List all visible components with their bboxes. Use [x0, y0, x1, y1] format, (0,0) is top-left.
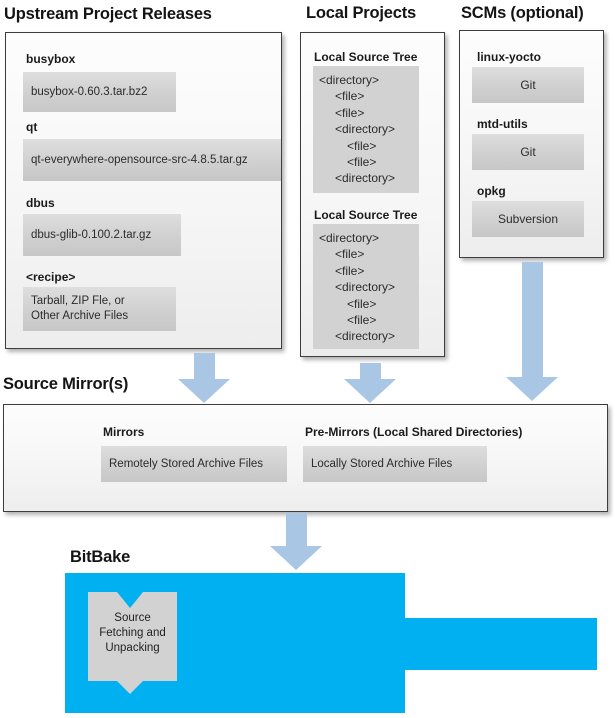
arrow-shaft: [359, 363, 381, 379]
scm-name: Subversion: [497, 211, 559, 226]
upstream-item-label: busybox: [26, 52, 76, 66]
local-source-tree-box: <directory> <file> <file> <directory> <f…: [313, 224, 419, 349]
arrow-upstream-to-mirrors: [178, 353, 230, 403]
scm-name: Git: [520, 144, 536, 159]
local-source-tree-box: <directory> <file> <file> <directory> <f…: [313, 66, 419, 193]
bitbake-output-arm: [403, 618, 597, 670]
tree-line: <file>: [347, 296, 377, 311]
scm-item-label: opkg: [477, 184, 506, 198]
tree-line: <file>: [335, 89, 365, 104]
scms-panel: linux-yocto Git mtd-utils Git opkg Subve…: [459, 30, 604, 258]
scm-name: Git: [520, 77, 536, 92]
ribbon-line: Unpacking: [105, 642, 160, 654]
local-projects-heading: Local Projects: [306, 4, 416, 22]
arrow-head: [270, 546, 322, 570]
scm-box: Git: [472, 67, 584, 103]
tree-line: <directory>: [335, 280, 396, 295]
arrow-shaft: [521, 262, 543, 377]
local-source-tree-label: Local Source Tree: [314, 208, 418, 222]
tree-line: <directory>: [335, 329, 396, 344]
upstream-file-text: busybox-0.60.3.tar.bz2: [31, 85, 148, 98]
upstream-file-text: dbus-glib-0.100.2.tar.gz: [31, 228, 152, 241]
tree-line: <directory>: [319, 231, 380, 245]
tree-line: <file>: [335, 263, 365, 278]
upstream-heading: Upstream Project Releases: [4, 5, 212, 23]
upstream-file-box: qt-everywhere-opensource-src-4.8.5.tar.g…: [23, 139, 281, 181]
tree-line: <file>: [335, 247, 365, 262]
source-mirrors-heading: Source Mirror(s): [3, 375, 129, 393]
mirrors-box: Remotely Stored Archive Files: [101, 446, 287, 482]
tree-line: <file>: [347, 313, 377, 328]
scm-box: Git: [472, 134, 584, 170]
arrow-head: [178, 379, 230, 403]
arrow-mirrors-to-bitbake: [270, 513, 322, 570]
upstream-file-box: Tarball, ZIP Fle, or Other Archive Files: [23, 287, 176, 331]
arrow-head: [344, 379, 396, 403]
upstream-file-box: dbus-glib-0.100.2.tar.gz: [23, 214, 181, 256]
tree-line: <file>: [347, 138, 377, 153]
source-fetching-ribbon-text: Source Fetching and Unpacking: [88, 611, 177, 656]
upstream-item-label: dbus: [26, 196, 55, 210]
tree-line: <directory>: [335, 122, 396, 137]
pre-mirrors-label: Pre-Mirrors (Local Shared Directories): [305, 425, 523, 439]
upstream-file-box: busybox-0.60.3.tar.bz2: [23, 72, 176, 112]
upstream-file-text-line: Tarball, ZIP Fle, or: [31, 295, 125, 307]
scm-item-label: linux-yocto: [477, 50, 542, 64]
ribbon-line: Fetching and: [99, 627, 166, 639]
local-source-tree-label: Local Source Tree: [314, 50, 418, 64]
scm-item-label: mtd-utils: [477, 117, 528, 131]
arrow-shaft: [193, 353, 215, 379]
upstream-file-text-line: Other Archive Files: [31, 310, 129, 322]
mirrors-label: Mirrors: [103, 425, 145, 439]
mirrors-box-text: Remotely Stored Archive Files: [109, 457, 264, 470]
source-fetching-ribbon-shape: [88, 592, 177, 694]
upstream-item-label: qt: [26, 120, 38, 134]
arrow-local-to-mirrors: [344, 363, 396, 403]
ribbon-line: Source: [114, 612, 151, 624]
tree-line: <directory>: [335, 171, 396, 186]
arrow-head: [506, 377, 558, 401]
source-mirrors-panel: Mirrors Remotely Stored Archive Files Pr…: [3, 404, 608, 512]
upstream-panel: busybox busybox-0.60.3.tar.bz2 qt qt-eve…: [5, 32, 282, 349]
tree-line: <directory>: [319, 73, 380, 87]
tree-line: <file>: [347, 155, 377, 170]
pre-mirrors-box-text: Locally Stored Archive Files: [311, 457, 453, 470]
local-projects-panel: Local Source Tree <directory> <file> <fi…: [300, 32, 445, 357]
arrow-shaft: [285, 513, 307, 546]
scm-box: Subversion: [472, 201, 584, 237]
scms-heading: SCMs (optional): [461, 4, 584, 22]
tree-line: <file>: [335, 105, 365, 120]
pre-mirrors-box: Locally Stored Archive Files: [303, 446, 487, 482]
bitbake-heading: BitBake: [70, 548, 131, 566]
arrow-scms-to-mirrors: [506, 262, 558, 401]
upstream-file-text: qt-everywhere-opensource-src-4.8.5.tar.g…: [31, 153, 248, 166]
upstream-item-label: <recipe>: [26, 270, 76, 284]
